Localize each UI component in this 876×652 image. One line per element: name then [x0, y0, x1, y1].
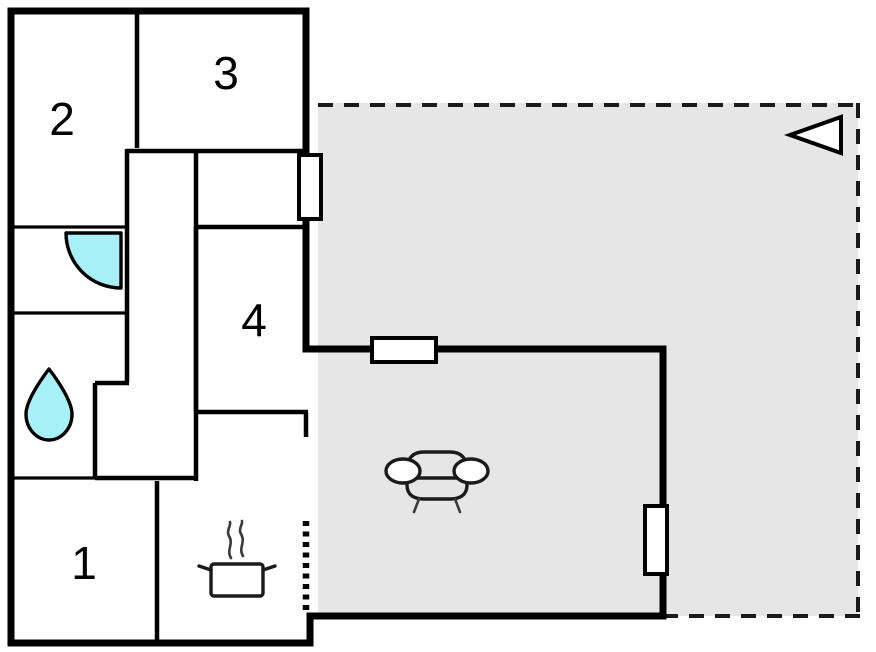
sofa-icon	[384, 450, 490, 514]
exterior-wall-path	[7, 7, 667, 647]
pot-handle-left	[197, 564, 213, 572]
room-label-1: 1	[71, 537, 97, 589]
window-top-right	[297, 153, 323, 221]
pot-handle-right	[261, 564, 277, 572]
pot-body	[209, 562, 265, 598]
water-drop-icon	[24, 367, 74, 442]
sofa-leg-right	[453, 497, 462, 514]
window-living-top	[370, 336, 438, 364]
window-living-right	[643, 504, 669, 576]
sofa-armrest-right	[452, 457, 490, 485]
shower-quarter-circle-icon	[64, 231, 123, 290]
interior-walls	[11, 11, 309, 643]
room-label-4: 4	[241, 294, 267, 346]
direction-arrow-icon	[783, 114, 843, 156]
steam-right	[238, 519, 245, 558]
sofa-armrest-left	[384, 457, 422, 485]
steam-left	[226, 520, 233, 560]
building-outline	[7, 7, 667, 647]
room-label-2: 2	[49, 93, 75, 145]
sofa-body	[405, 450, 469, 501]
windows-group	[297, 153, 669, 576]
stove-pot-icon	[197, 519, 277, 598]
sofa-leg-left	[412, 497, 421, 514]
room-label-3: 3	[213, 47, 239, 99]
room-number-labels: 2 3 4 1	[49, 47, 267, 589]
